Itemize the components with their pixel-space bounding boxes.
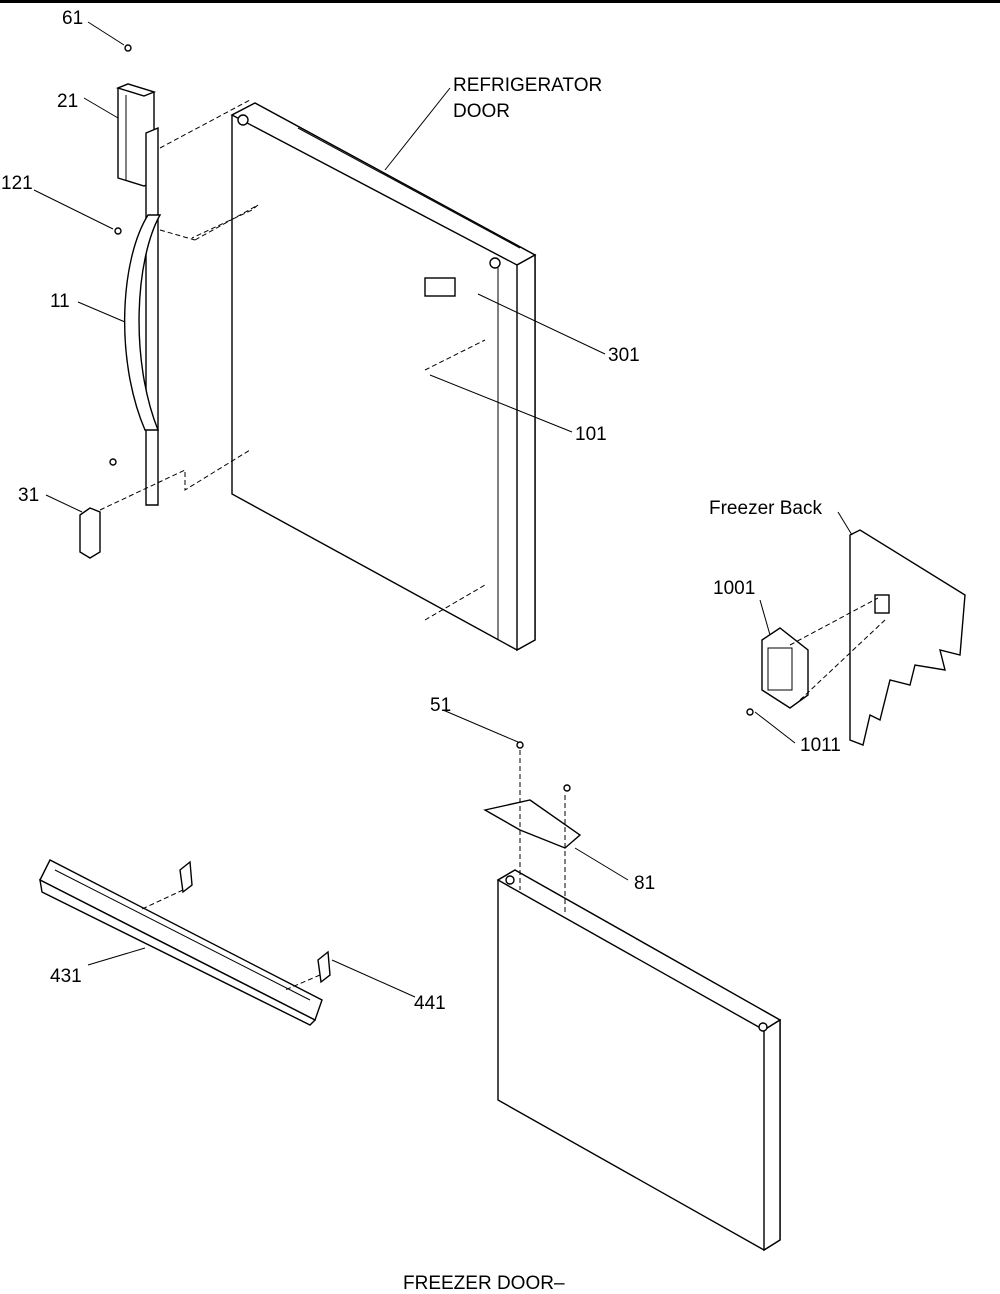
callout-101: 101 xyxy=(575,424,607,445)
callout-431: 431 xyxy=(50,966,82,987)
callout-61: 61 xyxy=(62,8,83,29)
callout-1011: 1011 xyxy=(800,735,841,756)
callout-51: 51 xyxy=(430,695,451,716)
callout-441: 441 xyxy=(414,993,446,1014)
callout-refrigerator-door-line1: REFRIGERATOR xyxy=(453,75,602,96)
callout-freezer-door: FREEZER DOOR– xyxy=(403,1273,565,1294)
refrigerator-door xyxy=(230,102,537,652)
callout-freezer-back: Freezer Back xyxy=(709,498,822,519)
freezer-back xyxy=(746,529,966,746)
callout-301: 301 xyxy=(608,345,640,366)
callout-31: 31 xyxy=(18,485,39,506)
handle-assembly xyxy=(79,44,162,559)
callout-121: 121 xyxy=(1,173,33,194)
callout-21: 21 xyxy=(57,91,78,112)
callout-81: 81 xyxy=(634,873,655,894)
freezer-door xyxy=(483,741,782,1252)
callout-11: 11 xyxy=(50,291,70,312)
callout-refrigerator-door-line2: DOOR xyxy=(453,101,510,122)
label-plate-301 xyxy=(424,277,456,297)
top-border xyxy=(0,0,1000,3)
grille-431 xyxy=(39,859,331,1026)
callout-1001: 1001 xyxy=(713,578,755,599)
